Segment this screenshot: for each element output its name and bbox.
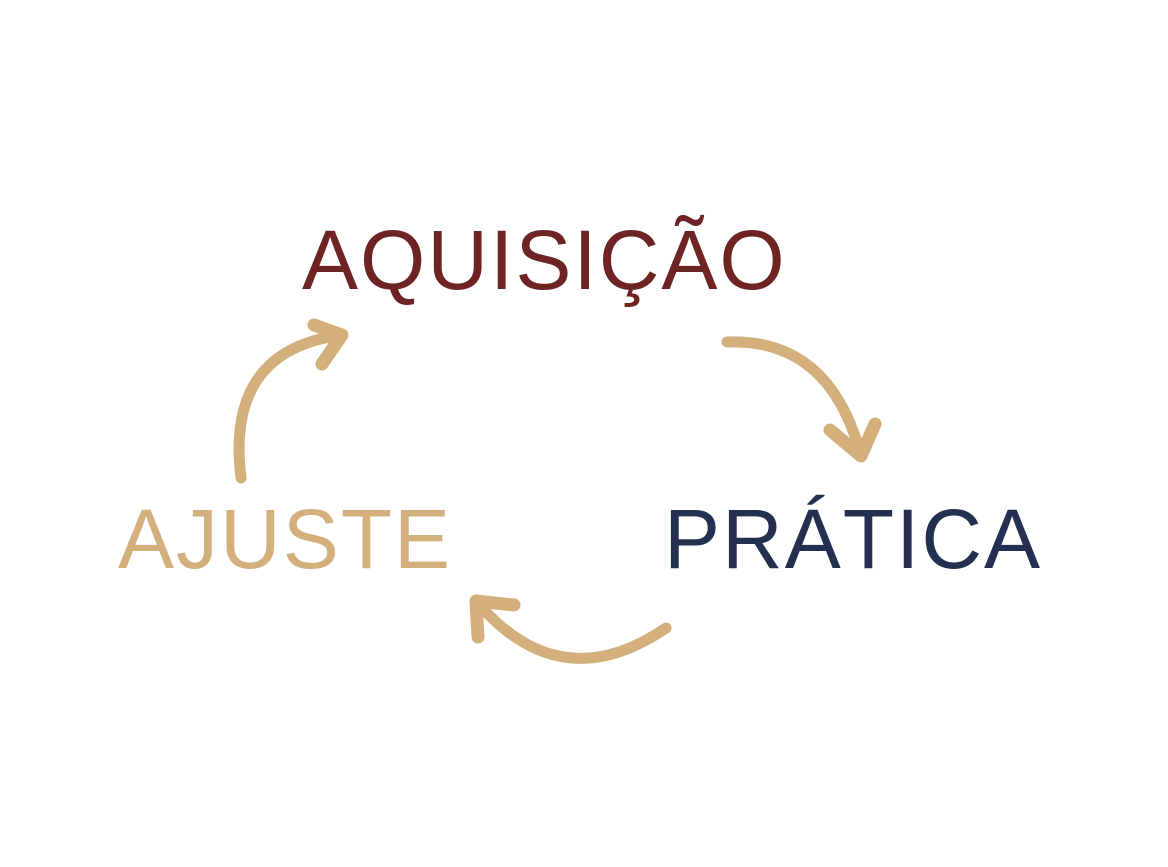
- arrow-pratica-to-ajuste-curve: [470, 595, 672, 664]
- step-aquisicao-label: AQUISIÇÃO: [302, 213, 787, 307]
- arrow-aquisicao-to-pratica: [721, 336, 882, 463]
- arrow-pratica-to-ajuste-head: [469, 594, 521, 644]
- arrow-aquisicao-to-pratica-curve: [721, 336, 867, 462]
- arrow-aquisicao-to-pratica-head: [823, 417, 882, 463]
- step-pratica-label: PRÁTICA: [664, 492, 1043, 586]
- step-ajuste-label: AJUSTE: [118, 492, 453, 586]
- arrow-pratica-to-ajuste: [469, 594, 672, 664]
- arrow-ajuste-to-aquisicao-head: [307, 318, 349, 371]
- arrow-ajuste-to-aquisicao: [233, 318, 349, 484]
- arrow-ajuste-to-aquisicao-curve: [233, 329, 348, 484]
